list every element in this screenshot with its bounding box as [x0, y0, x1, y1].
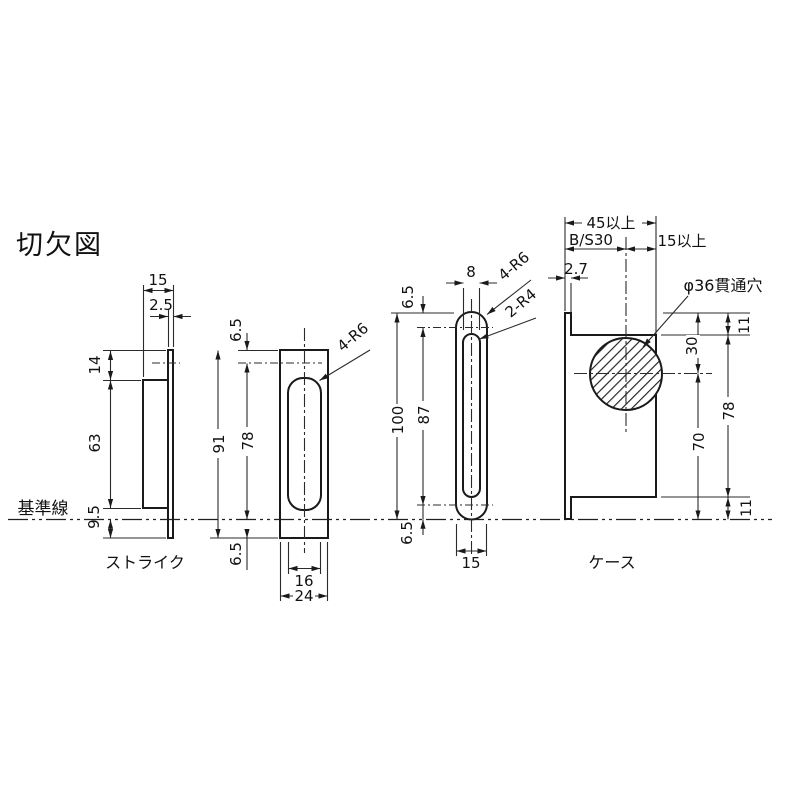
- case-dimensions: 45以上 B/S30 15以上 2.7 φ36貫通穴 30 70 11 78 1…: [548, 214, 763, 520]
- dim-front-bottom-margin: 6.5: [227, 542, 245, 566]
- case-view: [564, 312, 663, 520]
- dim-front-height: 91: [210, 434, 228, 453]
- radius-note-inner: 2-R4: [502, 285, 540, 321]
- dim-front-top-margin: 6.5: [227, 318, 245, 342]
- dim-front-slot-width: 16: [294, 572, 313, 590]
- dim-strike-below-base: 9.5: [85, 505, 103, 529]
- strike-side-plate: [167, 349, 174, 539]
- dim-strike-mid: 63: [86, 433, 104, 452]
- page-title: 切欠図: [16, 230, 103, 261]
- strike-side-view: [142, 349, 174, 539]
- strike-side-dimensions: 15 2.5 14 63 9.5: [85, 271, 191, 538]
- strike-side-box: [142, 379, 168, 509]
- dim-case-body: 78: [720, 401, 738, 420]
- extension-lines: [103, 216, 750, 601]
- baseline-label: 基準線: [18, 499, 69, 519]
- dim-cutout-width: 15: [461, 554, 480, 572]
- strike-front-dimensions: 91 6.5 78 6.5 16 24 4-R6: [210, 318, 372, 605]
- dim-cutout-total: 100: [389, 406, 407, 435]
- dim-cutout-bottom-margin: 6.5: [398, 521, 416, 545]
- dim-case-min-total: 45以上: [586, 214, 635, 232]
- dim-cutout-slot-width: 8: [466, 263, 476, 281]
- strike-caption: ストライク: [105, 553, 185, 572]
- edge-cutout-dimensions: 8 100 87 6.5 6.5 15 4-R6 2-R4: [389, 248, 540, 572]
- dim-cutout-top-margin: 6.5: [399, 285, 417, 309]
- dim-cutout-inner: 87: [415, 405, 433, 424]
- dim-case-min-inner: 15以上: [657, 232, 706, 250]
- hole-label: φ36貫通穴: [684, 276, 763, 295]
- dim-strike-width: 15: [148, 271, 167, 289]
- radius-note-outer: 4-R6: [495, 248, 533, 284]
- dim-case-bottom-edge: 11: [739, 499, 755, 517]
- dim-front-slot-len: 78: [239, 431, 257, 450]
- dim-front-width: 24: [294, 587, 313, 605]
- case-caption: ケース: [588, 553, 635, 572]
- dim-case-center-bottom: 70: [690, 432, 708, 451]
- dim-case-top-edge: 11: [737, 316, 753, 334]
- dim-strike-thickness: 2.5: [149, 296, 173, 314]
- dim-case-center-top: 30: [683, 336, 701, 355]
- dim-case-face-thickness: 2.7: [564, 260, 588, 278]
- dim-case-backset: B/S30: [569, 231, 613, 249]
- dim-strike-top: 14: [86, 355, 104, 374]
- radius-note-front: 4-R6: [334, 319, 372, 355]
